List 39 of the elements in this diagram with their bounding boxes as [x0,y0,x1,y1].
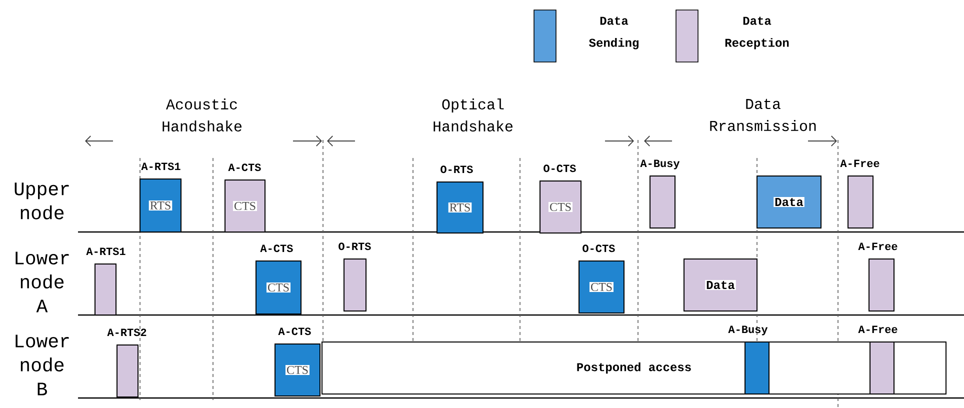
node-label: A-RTS1 [86,248,126,256]
packet-box: A-CTS CTS [224,164,266,232]
node-label: A-Busy [640,160,680,170]
packet-box: A-Busy [640,160,680,228]
node-label: A-Free [840,160,880,168]
packet-box: O-CTS CTS [540,164,582,234]
packet-box: A-CTS CTS [274,328,320,396]
packet-box: O-RTS [338,242,371,312]
packet-box: A-RTS1 RTS [140,162,182,232]
row-label: Upper node [14,182,69,220]
node-label: O-RTS [440,166,473,174]
legend-label: Data Sending [589,16,639,50]
phase-heading: Acoustic Handshake [162,98,242,132]
node-label: A-Busy [728,326,768,336]
packet-box: Postponed access [322,342,946,394]
packet-box: A-RTS2 [107,328,146,398]
packet-box: A-CTS CTS [256,244,302,314]
node-label: O-CTS [582,244,615,252]
row-label: Lower node B [16,334,69,396]
packet-box: O-RTS RTS [436,166,484,234]
phase-heading: Optical Handshake [434,98,512,132]
node-label: A-CTS [228,164,261,172]
legend-label: Data Reception [725,16,789,50]
node-label: O-CTS [544,164,576,172]
packet-box: A-Free [840,160,880,228]
node-label: A-CTS [260,244,293,252]
node-label: A-RTS1 [141,162,180,170]
phase-heading: Data Rransmission [710,98,816,132]
packet-box: A-RTS1 [86,248,126,316]
packet-box: A-Free [858,242,898,312]
node-label: O-RTS [338,242,371,250]
row-label: Lower node A [16,252,69,312]
node-label: A-RTS2 [107,328,146,336]
packet-box: Data [756,176,822,228]
packet-box: O-CTS CTS [578,244,624,314]
node-label: A-CTS [278,328,311,336]
node-label: A-Free [858,326,898,334]
node-label: A-Free [858,242,898,250]
packet-box: Data [684,258,758,312]
